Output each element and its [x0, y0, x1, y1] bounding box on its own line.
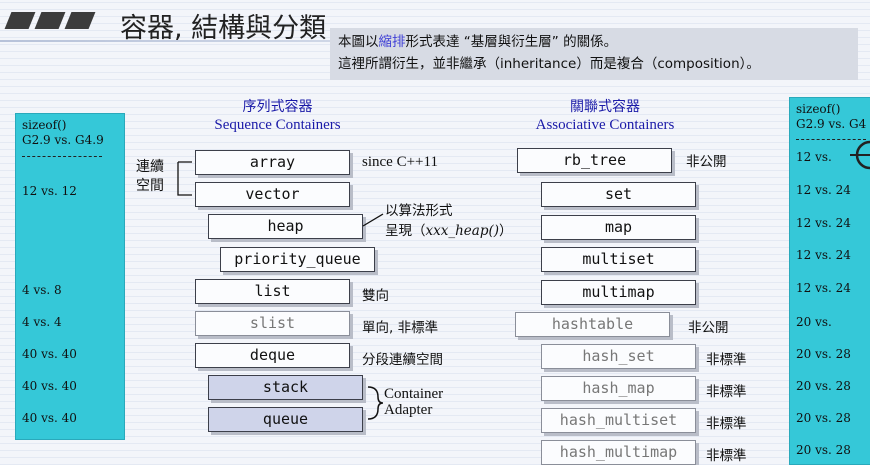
container-deque[interactable]: deque — [195, 343, 350, 368]
container-hash-multiset[interactable]: hash_multiset — [541, 408, 696, 433]
sizeof-hashtable: 20 vs. — [796, 315, 832, 329]
header-decoration — [4, 12, 96, 29]
label-algorithm-form: 以算法形式 呈現（xxx_heap()） — [385, 203, 513, 239]
heap-pointer-line — [362, 213, 384, 227]
description-note: 本圖以縮排形式表達 “基層與衍生層” 的關係。 這裡所謂衍生，並非繼承（inhe… — [330, 28, 858, 80]
label-non-public-hashtable: 非公開 — [688, 320, 729, 336]
container-hash-set[interactable]: hash_set — [541, 344, 696, 369]
container-multimap[interactable]: multimap — [541, 280, 696, 305]
label-nonstandard-hash-set: 非標準 — [706, 352, 747, 368]
container-slist[interactable]: slist — [195, 311, 350, 336]
sizeof-hash-multiset: 20 vs. 28 — [796, 411, 851, 425]
label-singly-nonstandard: 單向, 非標準 — [362, 320, 439, 336]
sizeof-queue: 40 vs. 40 — [22, 411, 77, 425]
container-hashtable[interactable]: hashtable — [515, 312, 670, 337]
associative-containers-heading: 關聯式容器 Associative Containers — [535, 99, 675, 133]
container-queue[interactable]: queue — [208, 407, 363, 432]
container-rb-tree[interactable]: rb_tree — [517, 148, 672, 173]
label-nonstandard-hash-multiset: 非標準 — [706, 416, 747, 432]
sizeof-multimap: 12 vs. 24 — [796, 281, 851, 295]
sequence-containers-heading: 序列式容器 Sequence Containers — [214, 99, 341, 133]
panel-divider — [796, 139, 866, 140]
sizeof-map: 12 vs. 24 — [796, 216, 851, 230]
panel-divider — [22, 156, 102, 157]
sizeof-hash-multimap: 20 vs. 28 — [796, 443, 851, 457]
note-line-2: 這裡所謂衍生，並非繼承（inheritance）而是複合（composition… — [338, 56, 760, 72]
highlight-indent: 縮排 — [378, 34, 406, 50]
sizeof-slist: 4 vs. 4 — [22, 315, 62, 329]
sizeof-array: 12 vs. 12 — [22, 184, 77, 198]
label-contiguous-space: 連續 空間 — [136, 159, 164, 194]
container-list[interactable]: list — [195, 279, 350, 304]
sizeof-hash-set: 20 vs. 28 — [796, 347, 851, 361]
label-since-cpp11: since C++11 — [362, 154, 438, 170]
label-non-public-rb-tree: 非公開 — [686, 154, 727, 170]
container-multiset[interactable]: multiset — [541, 247, 696, 272]
label-nonstandard-hash-map: 非標準 — [706, 384, 747, 400]
sizeof-hash-map: 20 vs. 28 — [796, 379, 851, 393]
sizeof-panel-right: sizeof()G2.9 vs. G4 12 vs. 12 vs. 24 12 … — [789, 97, 870, 465]
sizeof-multiset: 12 vs. 24 — [796, 248, 851, 262]
label-segmented-space: 分段連續空間 — [362, 352, 443, 368]
container-map[interactable]: map — [541, 215, 696, 240]
container-stack[interactable]: stack — [208, 375, 363, 400]
sizeof-set: 12 vs. 24 — [796, 183, 851, 197]
container-array[interactable]: array — [195, 150, 350, 175]
page-title: 容器, 結構與分類 — [120, 13, 327, 44]
label-bidirectional: 雙向 — [362, 288, 389, 304]
container-priority-queue[interactable]: priority_queue — [220, 247, 375, 272]
panel-header: sizeof()G2.9 vs. G4.9 — [22, 118, 104, 147]
sizeof-panel-left: sizeof()G2.9 vs. G4.9 12 vs. 12 4 vs. 8 … — [15, 113, 125, 440]
panel-header: sizeof()G2.9 vs. G4 — [796, 102, 867, 131]
container-heap[interactable]: heap — [208, 214, 363, 239]
container-set[interactable]: set — [541, 182, 696, 207]
sizeof-stack: 40 vs. 40 — [22, 379, 77, 393]
adapter-brace — [367, 386, 384, 420]
note-line-1: 本圖以縮排形式表達 “基層與衍生層” 的關係。 — [338, 34, 618, 50]
container-hash-multimap[interactable]: hash_multimap — [541, 440, 696, 465]
sizeof-list: 4 vs. 8 — [22, 283, 62, 297]
sizeof-deque: 40 vs. 40 — [22, 347, 77, 361]
contiguous-bracket — [177, 161, 192, 196]
container-vector[interactable]: vector — [195, 182, 350, 207]
container-hash-map[interactable]: hash_map — [541, 376, 696, 401]
label-nonstandard-hash-multimap: 非標準 — [706, 448, 747, 464]
label-container-adapter: Container Adapter — [384, 386, 444, 418]
sizeof-rb-tree: 12 vs. — [796, 150, 832, 164]
